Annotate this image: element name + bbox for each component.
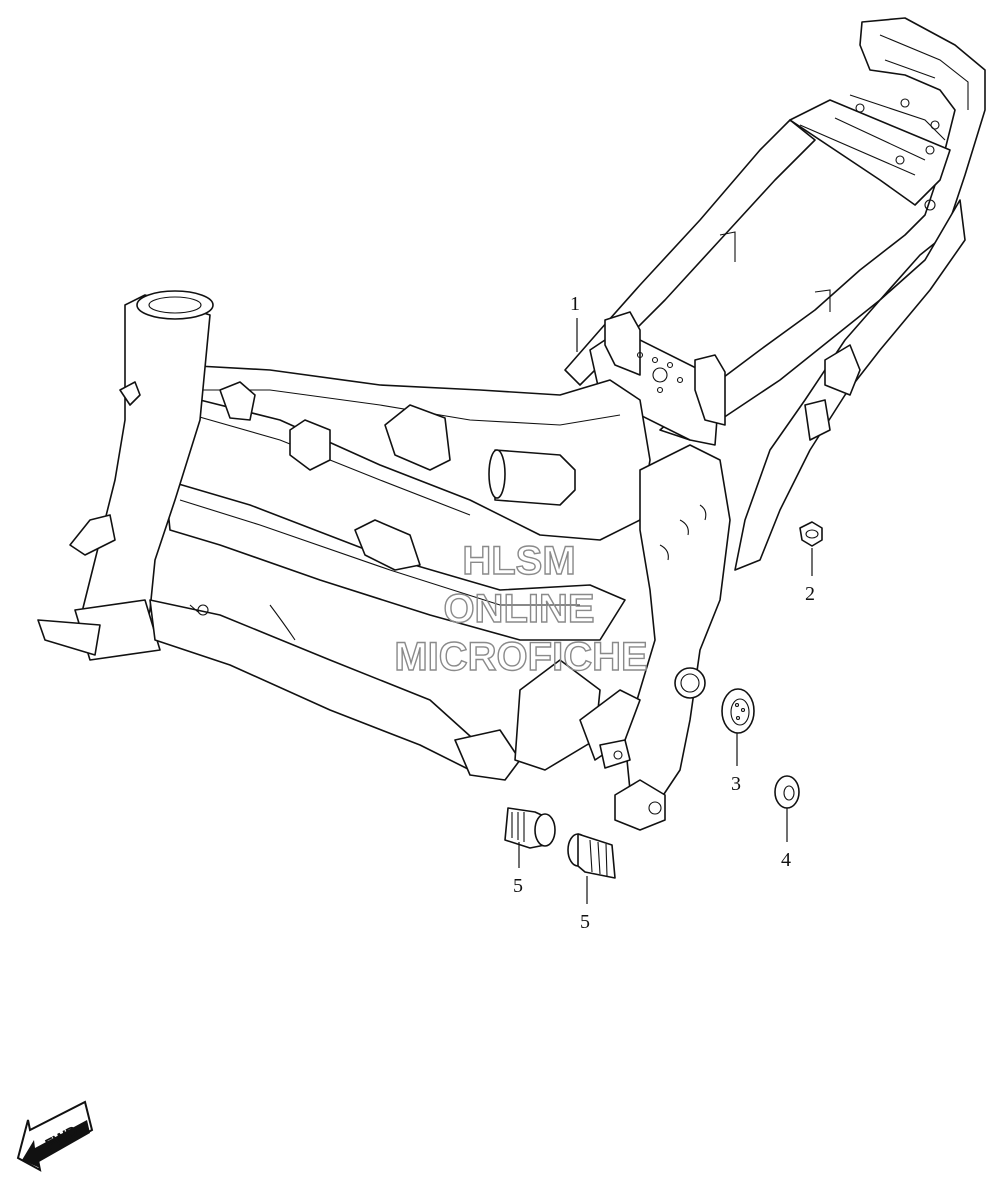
watermark-line-3: MICROFICHE — [394, 635, 647, 679]
callout-bushing-a: 5 — [513, 875, 523, 897]
main-frame-drawing — [37, 17, 986, 831]
watermark: HLSM ONLINE MICROFICHE — [394, 538, 649, 679]
callout-grommet: 3 — [731, 773, 741, 795]
grommet-part — [721, 688, 755, 734]
callout-washer: 4 — [781, 849, 791, 871]
bushing-b-part — [567, 833, 616, 879]
bushing-a-part — [504, 807, 556, 849]
callout-bushing-b: 5 — [580, 911, 590, 933]
washer-part — [774, 775, 800, 809]
callout-frame: 1 — [570, 293, 580, 315]
watermark-line-2: ONLINE — [443, 587, 594, 631]
callout-clip: 2 — [805, 583, 815, 605]
watermark-line-1: HLSM — [462, 539, 575, 583]
clip-part — [799, 521, 823, 547]
fwd-arrow-icon: FWD — [16, 1100, 94, 1172]
